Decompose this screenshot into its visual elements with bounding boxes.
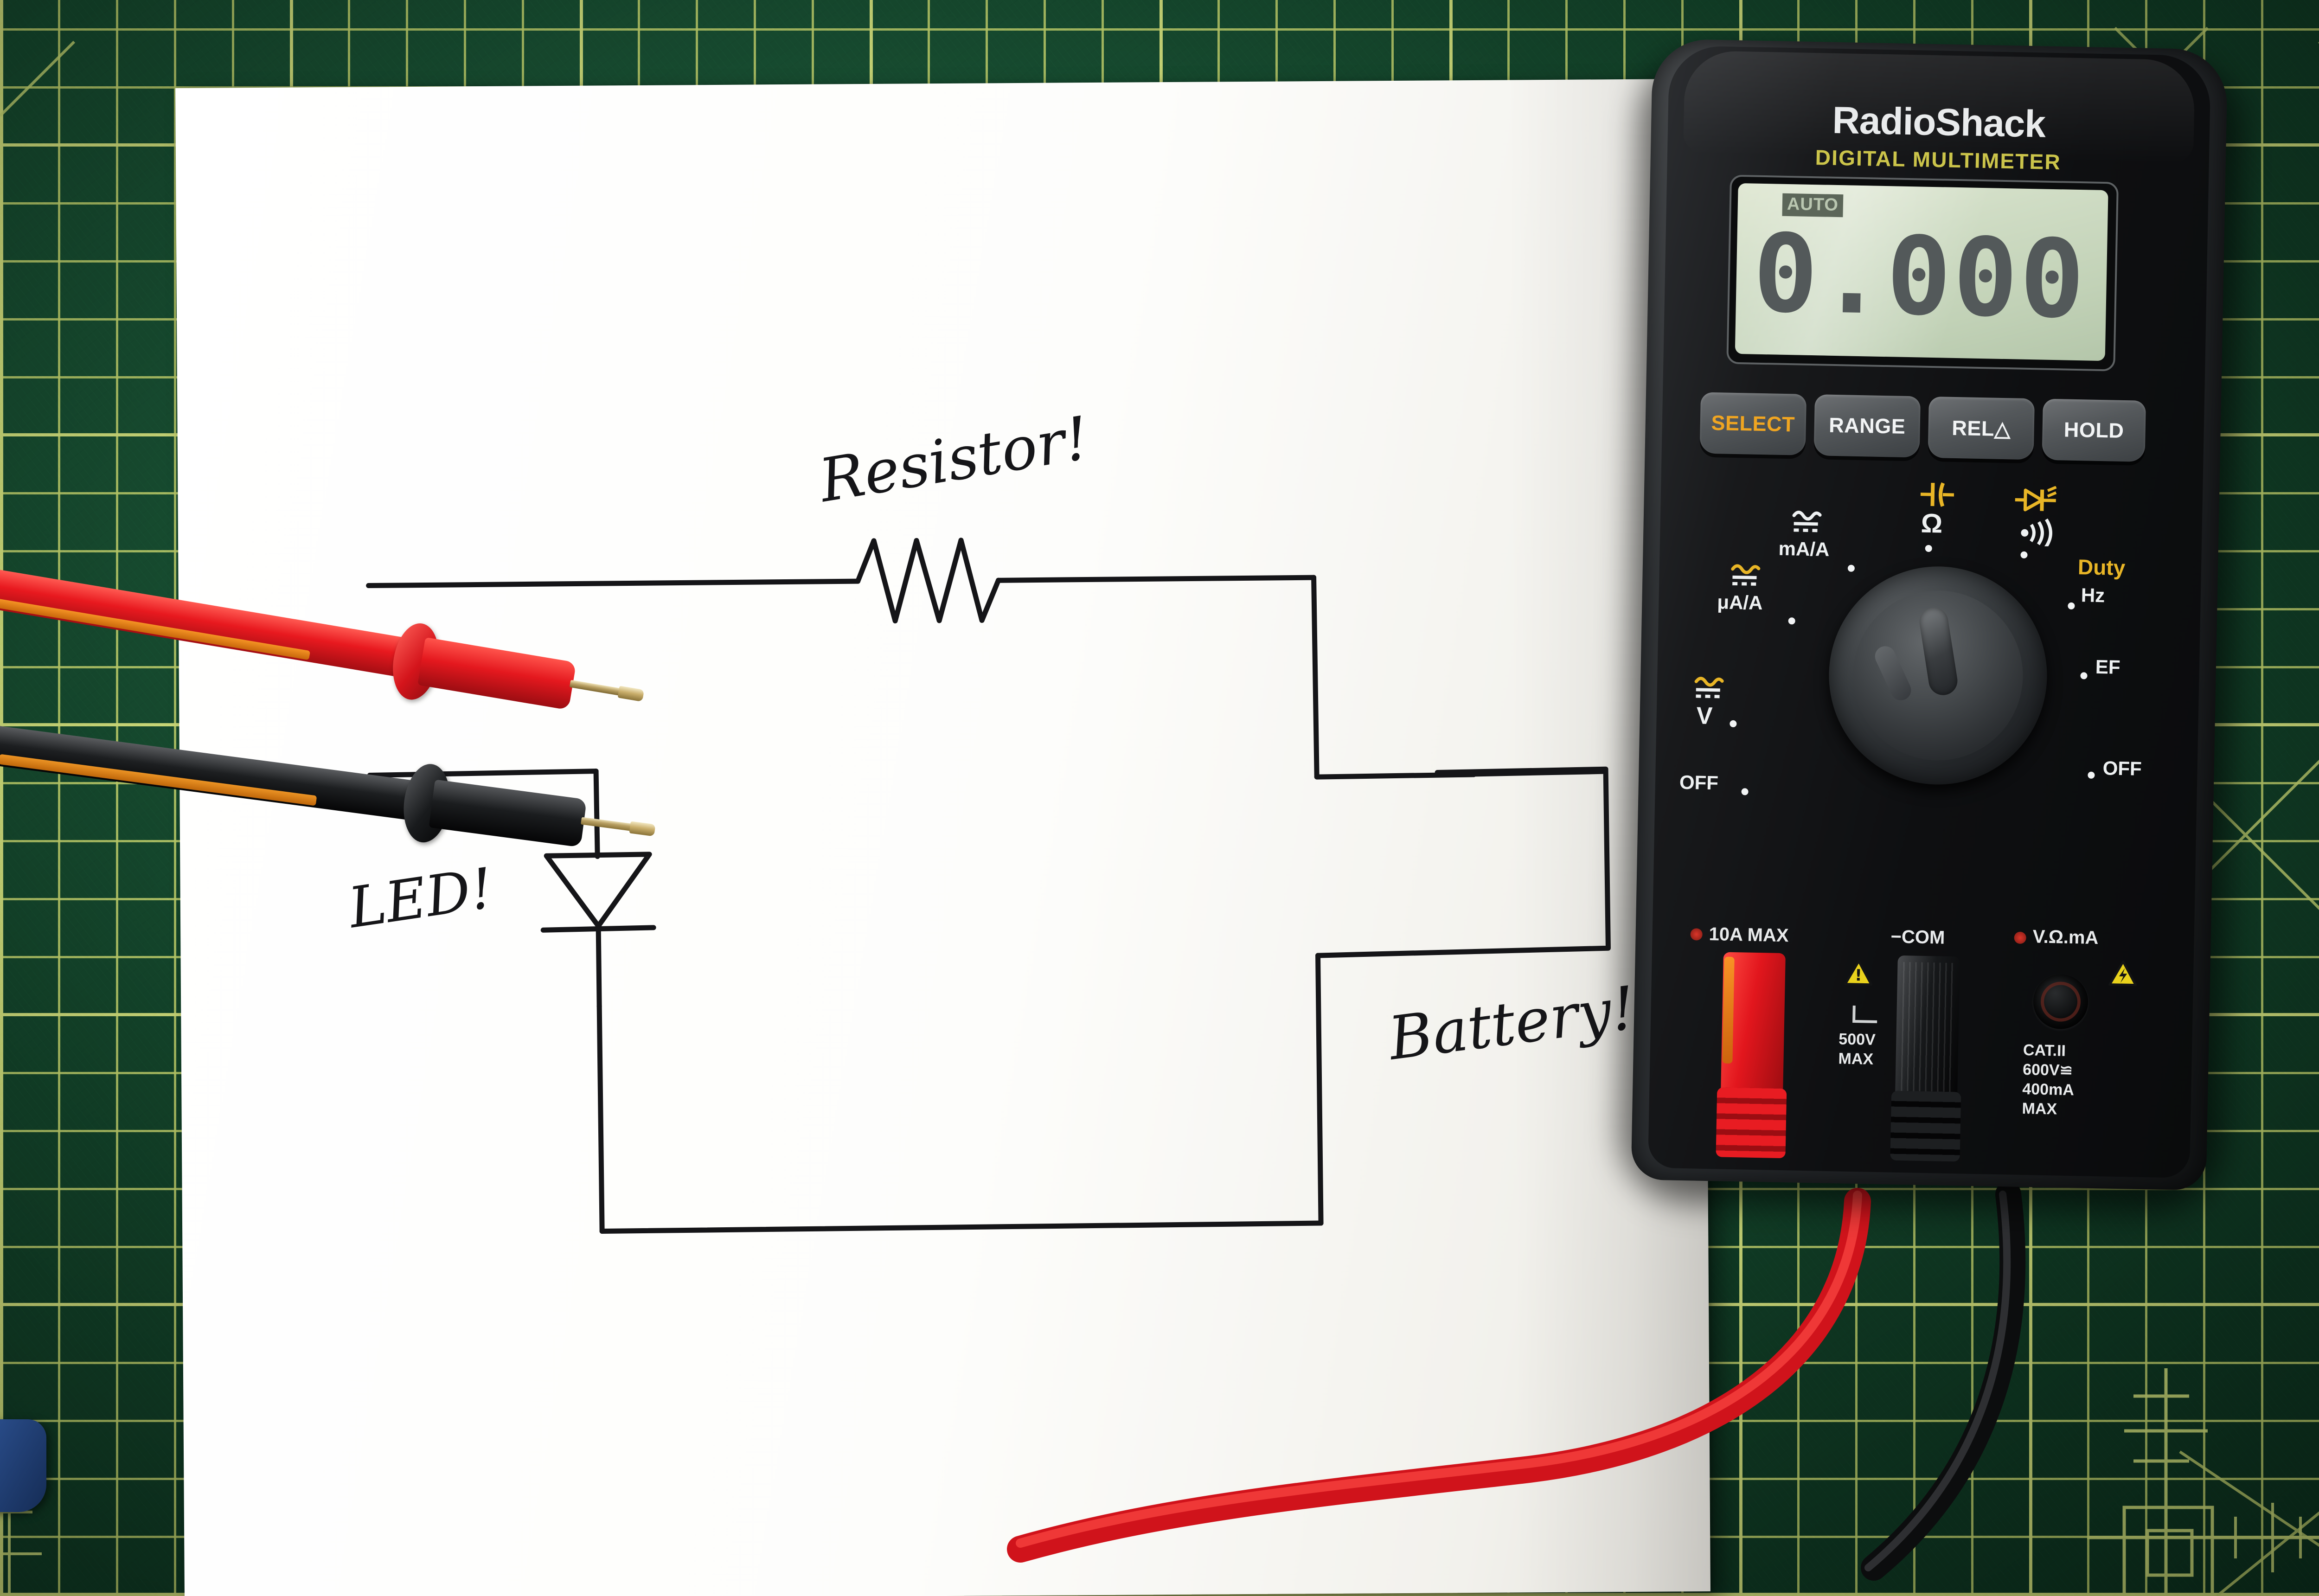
warning-triangle-icon-right xyxy=(2108,960,2137,987)
dial-dot-volt xyxy=(1730,720,1737,728)
wire-right-down xyxy=(1311,575,1320,780)
jack-indicator-vomega xyxy=(2014,931,2026,944)
battery-box xyxy=(1435,766,1611,955)
red-plug-orange-accent xyxy=(1722,956,1735,1064)
led-triangle xyxy=(544,852,652,929)
warning-triangle-icon-left: ! xyxy=(1844,960,1873,986)
dial-label-off-right[interactable]: OFF xyxy=(2102,757,2142,780)
jack-v-ohm-ma-ring xyxy=(2040,981,2081,1022)
dial-label-off-left[interactable]: OFF xyxy=(1679,771,1719,794)
jack-label-com: −COM xyxy=(1890,926,1945,948)
digital-multimeter: RadioShack DIGITAL MULTIMETER AUTO 0.000… xyxy=(1618,38,2243,1213)
black-lead-cable xyxy=(1861,1181,2026,1581)
select-button[interactable]: SELECT xyxy=(1699,392,1807,455)
resistor-symbol xyxy=(855,538,1001,624)
hand-drawn-circuit-diagram: Resistor! LED! Battery! xyxy=(344,404,1640,1234)
dial-label-microamp[interactable]: μA/A xyxy=(1717,591,1763,614)
diode-icon xyxy=(2015,486,2057,512)
dial-dot-milliamp xyxy=(1847,564,1855,572)
black-probe-metal-shaft xyxy=(581,817,637,832)
dial-label-milliamp[interactable]: mA/A xyxy=(1778,537,1830,560)
label-resistor: Resistor! xyxy=(814,404,1094,516)
wire-led-lead xyxy=(596,923,602,1009)
ground-symbol-icon xyxy=(1852,1005,1877,1023)
black-banana-plug[interactable] xyxy=(1890,955,1964,1162)
rel-button[interactable]: REL△ xyxy=(1928,396,2035,460)
dial-label-ef[interactable]: EF xyxy=(2095,655,2121,678)
wire-bottom xyxy=(599,1220,1324,1234)
dial-dot-microamp xyxy=(1788,617,1795,625)
black-lead-highlight xyxy=(1864,1191,2011,1571)
label-battery: Battery! xyxy=(1384,974,1640,1074)
continuity-icon xyxy=(2021,518,2052,547)
dial-dot-off-right xyxy=(2088,771,2095,779)
wire-right-down-2 xyxy=(1315,953,1324,1226)
wire-top-right xyxy=(996,575,1317,583)
dial-label-volt[interactable]: V xyxy=(1696,702,1713,730)
wire-from-battery-bottom xyxy=(1315,949,1441,958)
knob-pointer xyxy=(1917,605,1960,698)
red-probe-tip xyxy=(617,686,645,702)
wire-top-left xyxy=(366,578,861,589)
red-banana-plug[interactable] xyxy=(1716,952,1789,1159)
black-plug-strain-relief xyxy=(1890,1090,1961,1162)
red-plug-strain-relief xyxy=(1716,1087,1787,1159)
wire-top-left-short xyxy=(367,769,599,778)
button-row: SELECT RANGE REL△ HOLD xyxy=(1699,392,2146,465)
lcd-bezel: AUTO 0.000 xyxy=(1726,174,2119,372)
hold-button[interactable]: HOLD xyxy=(2042,398,2146,462)
red-probe-nose xyxy=(417,637,577,710)
dial-dot-continuity xyxy=(2020,551,2028,559)
probe-lead-cables xyxy=(1007,1181,2026,1581)
jack-indicator-10a xyxy=(1690,928,1703,941)
jack-label-10a: 10A MAX xyxy=(1709,924,1789,946)
dial-dot-ohm xyxy=(1925,545,1932,552)
svg-text:!: ! xyxy=(1855,966,1862,985)
jack-label-v-ohm-ma: V.Ω.mA xyxy=(2032,926,2099,949)
capacitor-icon xyxy=(1920,482,1954,507)
black-plug-grip-lines xyxy=(1901,962,1954,1093)
rotary-selector-knob[interactable] xyxy=(1827,564,2049,787)
wire-led-to-left-top xyxy=(593,769,600,859)
black-probe-tip xyxy=(629,821,656,837)
dial-label-duty[interactable]: Duty xyxy=(2077,555,2126,580)
lcd-screen: AUTO 0.000 xyxy=(1735,183,2108,361)
black-probe-nose xyxy=(429,779,587,847)
dial-dot-hz xyxy=(2068,602,2075,610)
knob-inner xyxy=(1851,589,2024,762)
ac-dc-icon-microamp xyxy=(1731,564,1761,586)
dial-dot-off-left xyxy=(1741,788,1749,795)
jack-v-ohm-ma[interactable] xyxy=(2032,974,2089,1030)
range-button[interactable]: RANGE xyxy=(1813,394,1921,458)
knob-pointer-secondary xyxy=(1871,643,1915,704)
red-lead-highlight xyxy=(1016,1191,1862,1548)
red-probe-metal-shaft xyxy=(569,679,626,697)
rotary-dial-zone: μA/A mA/A Ω xyxy=(1669,470,2187,897)
wire-left-vertical-lower xyxy=(596,1004,605,1234)
red-lead-cable xyxy=(1007,1188,1871,1563)
dial-label-hz[interactable]: Hz xyxy=(2081,584,2105,607)
lcd-reading: 0.000 xyxy=(1752,211,2088,343)
ac-dc-icon-milliamp xyxy=(1792,511,1822,532)
dial-label-ohm[interactable]: Ω xyxy=(1921,508,1943,539)
dial-dot-ef xyxy=(2080,672,2088,679)
ac-dc-icon-volt xyxy=(1694,677,1724,699)
blue-object-fragment xyxy=(0,1419,46,1512)
